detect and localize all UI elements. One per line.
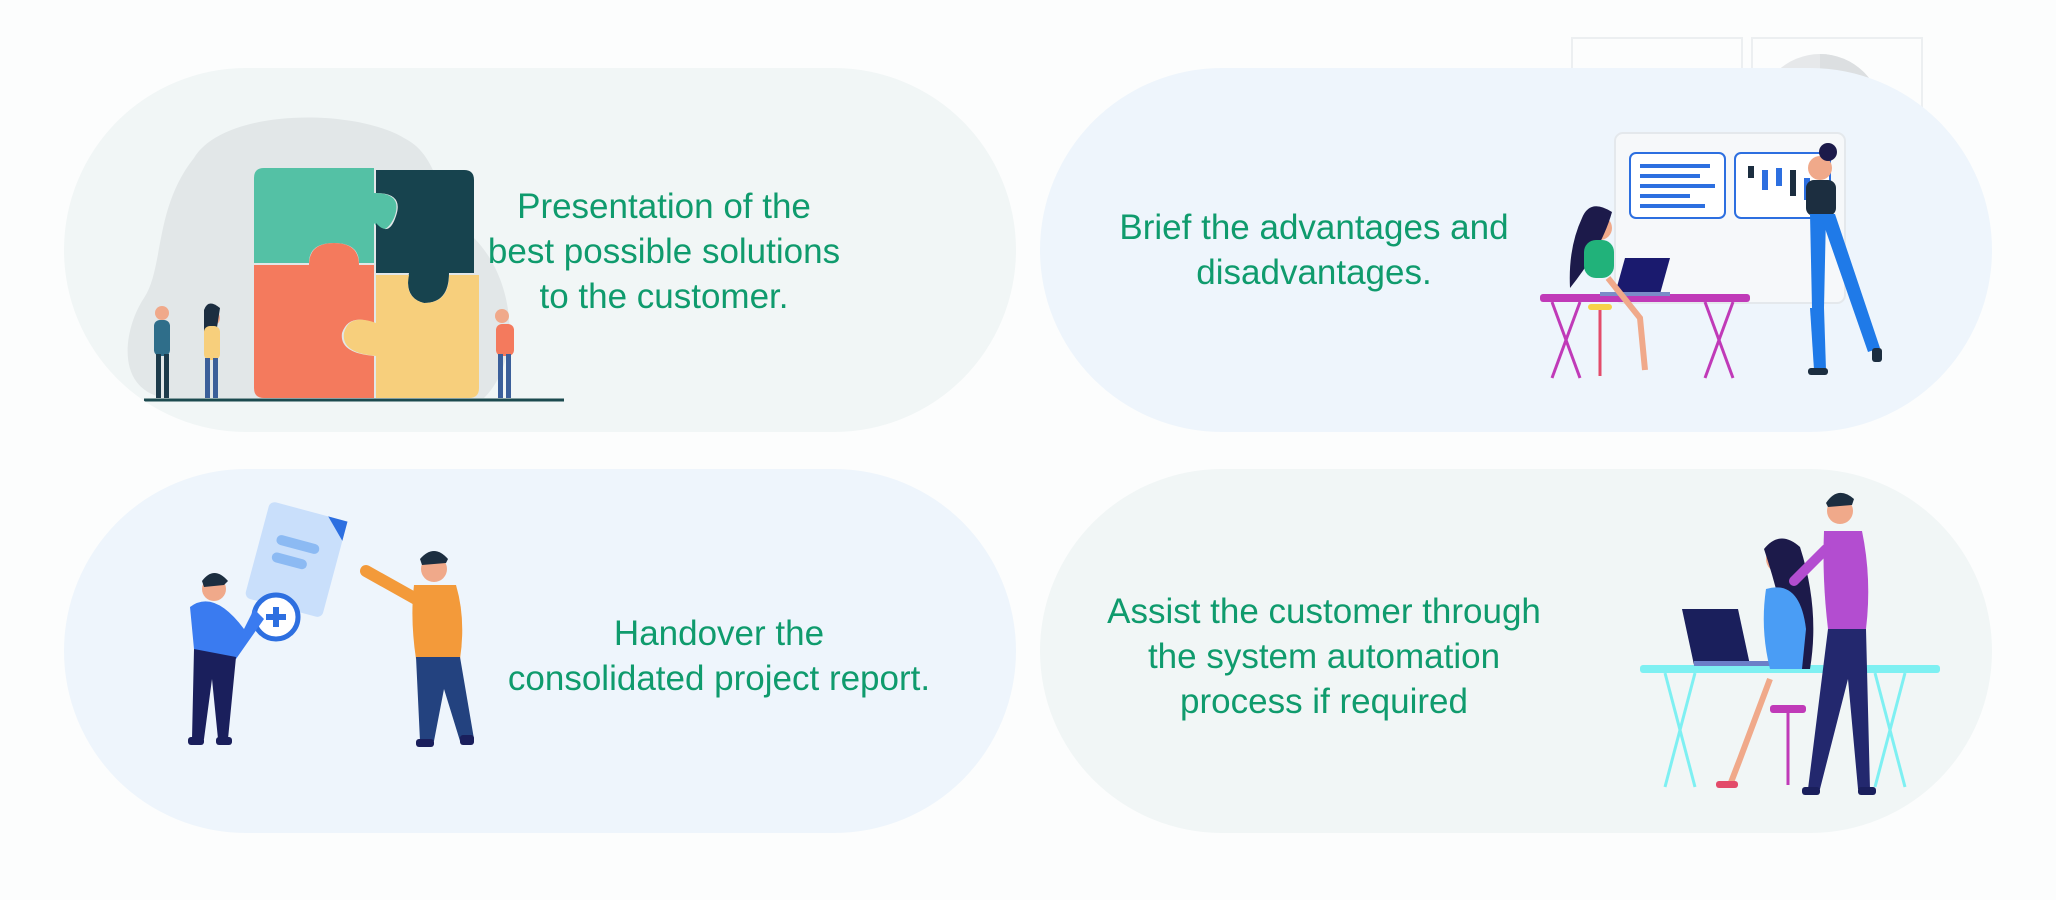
step-card-automation: Assist the customer through the system a…: [1040, 469, 1992, 833]
step-text-handover: Handover the consolidated project report…: [484, 611, 954, 701]
line: best possible solutions: [487, 232, 841, 271]
laptop-assist-icon: [1640, 492, 1940, 795]
line: process if required: [1180, 682, 1468, 721]
line: to the customer.: [539, 277, 789, 316]
presentation-desk-icon: [1540, 132, 1882, 379]
line: the system automation: [1147, 637, 1501, 676]
step-text-advantages: Brief the advantages and disadvantages.: [1084, 205, 1544, 295]
line: disadvantages.: [1196, 253, 1432, 292]
step-text-automation: Assist the customer through the system a…: [1084, 589, 1564, 724]
step-card-solutions: Presentation of the best possible soluti…: [64, 68, 1016, 432]
line: Handover the: [613, 614, 825, 653]
line: Brief the advantages and: [1119, 208, 1509, 247]
step-card-advantages: Brief the advantages and disadvantages.: [1040, 68, 1992, 432]
report-handover-icon: [188, 502, 474, 747]
person-right-icon: [495, 309, 514, 398]
step-text-solutions: Presentation of the best possible soluti…: [484, 184, 844, 319]
line: consolidated project report.: [507, 659, 931, 698]
line: Assist the customer through: [1107, 592, 1541, 631]
person-middle-icon: [204, 303, 220, 398]
person-left-icon: [154, 306, 170, 398]
puzzle-team-icon: [127, 117, 564, 402]
line: Presentation of the: [517, 187, 811, 226]
step-card-handover: Handover the consolidated project report…: [64, 469, 1016, 833]
